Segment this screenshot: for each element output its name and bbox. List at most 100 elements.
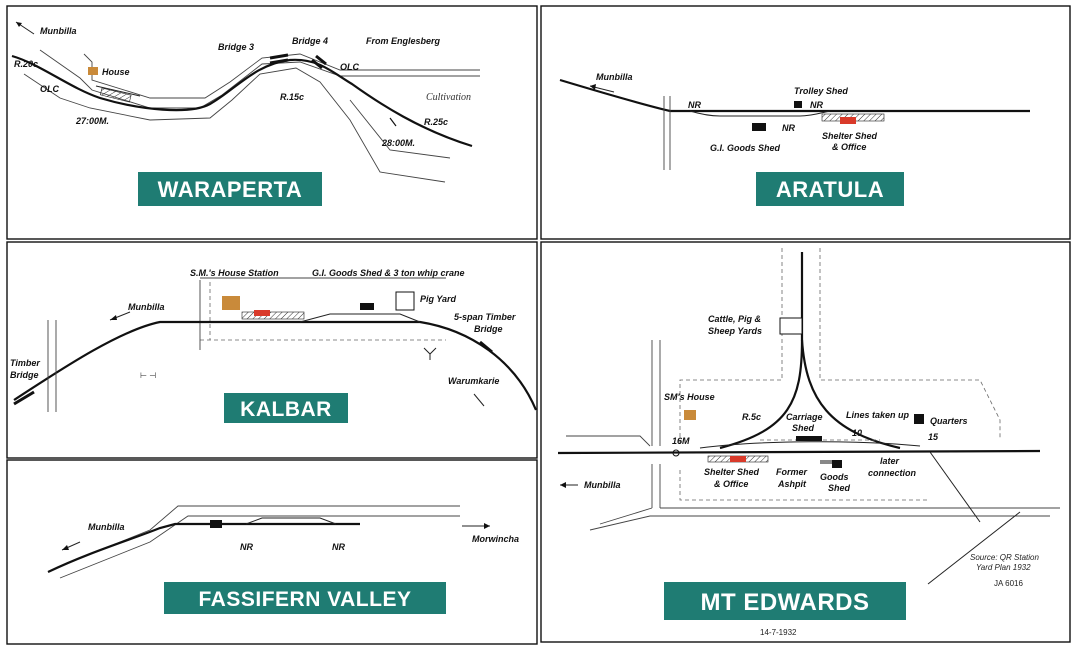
label-sm-house: SM's House — [664, 392, 715, 402]
label-27m: 27:00M. — [75, 116, 109, 126]
label-timber-bridge-right-2: Bridge — [474, 324, 503, 334]
label-quarters: Quarters — [930, 416, 968, 426]
label-bridge3: Bridge 3 — [218, 42, 254, 52]
goods-shed-icon — [360, 303, 374, 310]
label-nr-right: NR — [332, 542, 345, 552]
title-waraperta-box — [138, 172, 322, 206]
label-date: 14-7-1932 — [760, 628, 797, 637]
label-goods-2: Shed — [828, 483, 851, 493]
label-source-1: Source: QR Station — [970, 553, 1039, 562]
diagram-fassifern: Munbilla Morwincha NR NR FASSIFERN VALLE… — [47, 505, 519, 614]
label-shelter-shed: Shelter Shed — [704, 467, 760, 477]
label-nr-left: NR — [240, 542, 253, 552]
label-r20c: R.20c — [14, 59, 38, 69]
pig-yard-icon — [395, 291, 415, 311]
label-nr-right: NR — [810, 100, 823, 110]
yards-icon — [779, 317, 803, 335]
label-former-2: Ashpit — [777, 479, 807, 489]
label-timber-bridge-left-1: Timber — [10, 358, 40, 368]
title-aratula: ARATULA — [776, 177, 884, 202]
label-pig-yard: Pig Yard — [420, 294, 457, 304]
office-icon — [840, 117, 856, 124]
label-nr-mid: NR — [782, 123, 795, 133]
label-ja: JA 6016 — [994, 579, 1023, 588]
ashpit-icon — [820, 460, 832, 464]
svg-text:⊢ ⊣: ⊢ ⊣ — [140, 371, 156, 380]
label-28m: 28:00M. — [381, 138, 415, 148]
label-from-englesberg: From Englesberg — [366, 36, 441, 46]
panel-mt-edwards — [540, 241, 1071, 643]
panel-waraperta — [6, 5, 538, 240]
diagram-aratula: Munbilla Trolley Shed NR NR NR G.I. Good… — [559, 72, 1030, 206]
label-olc-left: OLC — [40, 84, 59, 94]
label-warumkarie: Warumkarie — [448, 376, 499, 386]
sm-house-icon — [684, 410, 696, 420]
trolley-shed-icon — [794, 101, 802, 108]
goods-shed-icon — [832, 460, 842, 468]
label-goods-shed: G.I. Goods Shed — [710, 143, 781, 153]
label-sm-house-station: S.M.'s House Station — [190, 268, 279, 278]
label-morwincha: Morwincha — [472, 534, 519, 544]
label-lines-taken-up: Lines taken up — [846, 410, 910, 420]
track — [47, 522, 360, 573]
label-r5c: R.5c — [742, 412, 761, 422]
track — [13, 320, 538, 411]
label-bridge4: Bridge 4 — [292, 36, 328, 46]
label-later-1: later — [880, 456, 900, 466]
label-house: House — [102, 67, 130, 77]
title-fassifern-box — [164, 582, 446, 614]
label-munbilla: Munbilla — [128, 302, 165, 312]
label-munbilla: Munbilla — [88, 522, 125, 532]
label-timber-bridge-right-1: 5-span Timber — [454, 312, 516, 322]
carriage-shed-icon — [796, 436, 822, 441]
track — [11, 54, 473, 148]
title-mt-edwards: MT EDWARDS — [701, 589, 870, 616]
office-icon — [730, 456, 746, 462]
title-fassifern: FASSIFERN VALLEY — [199, 588, 412, 611]
label-timber-bridge-left-2: Bridge — [10, 370, 39, 380]
title-kalbar-box — [224, 393, 348, 423]
track — [559, 78, 1030, 113]
label-munbilla: Munbilla — [40, 26, 77, 36]
label-r25c: R.25c — [424, 117, 448, 127]
label-nr-left: NR — [688, 100, 701, 110]
label-later-2: connection — [868, 468, 917, 478]
label-source-2: Yard Plan 1932 — [976, 563, 1031, 572]
label-goods-shed: G.I. Goods Shed & 3 ton whip crane — [312, 268, 465, 278]
label-yards-1: Cattle, Pig & — [708, 314, 761, 324]
diagram-mt-edwards: Cattle, Pig & Sheep Yards SM's House R.5… — [557, 248, 1060, 637]
label-munbilla: Munbilla — [596, 72, 633, 82]
label-15: 15 — [928, 432, 939, 442]
diagram-kalbar: ⊢ ⊣ S.M.'s House Station G.I. Goods Shed… — [10, 268, 538, 423]
label-munbilla: Munbilla — [584, 480, 621, 490]
label-cultivation: Cultivation — [426, 92, 471, 103]
label-former-1: Former — [776, 467, 808, 477]
label-r15c: R.15c — [280, 92, 304, 102]
label-office: & Office — [714, 479, 748, 489]
shed-icon — [210, 520, 222, 528]
label-trolley-shed: Trolley Shed — [794, 86, 848, 96]
panel-aratula — [540, 5, 1071, 240]
title-waraperta: WARAPERTA — [158, 177, 303, 202]
label-olc-right: OLC — [340, 62, 359, 72]
label-carriage-shed-1: Carriage — [786, 412, 823, 422]
goods-shed-icon — [752, 123, 766, 131]
label-goods-1: Goods — [820, 472, 849, 482]
label-yards-2: Sheep Yards — [708, 326, 762, 336]
label-carriage-shed-2: Shed — [792, 423, 815, 433]
track — [557, 449, 1041, 455]
diagram-waraperta: Munbilla R.20c House OLC Bridge 3 Bridge… — [11, 21, 480, 206]
label-10: 10 — [852, 428, 862, 438]
label-shelter-shed: Shelter Shed — [822, 131, 878, 141]
house-icon — [88, 67, 98, 75]
label-16m: 16M — [672, 436, 690, 446]
station-office-icon — [254, 310, 270, 316]
title-aratula-box — [756, 172, 904, 206]
panel-kalbar — [6, 241, 538, 459]
label-office: & Office — [832, 142, 866, 152]
sm-house-icon — [222, 296, 240, 310]
title-mt-edwards-box — [664, 582, 906, 620]
quarters-icon — [914, 414, 924, 424]
title-kalbar: KALBAR — [240, 398, 332, 421]
